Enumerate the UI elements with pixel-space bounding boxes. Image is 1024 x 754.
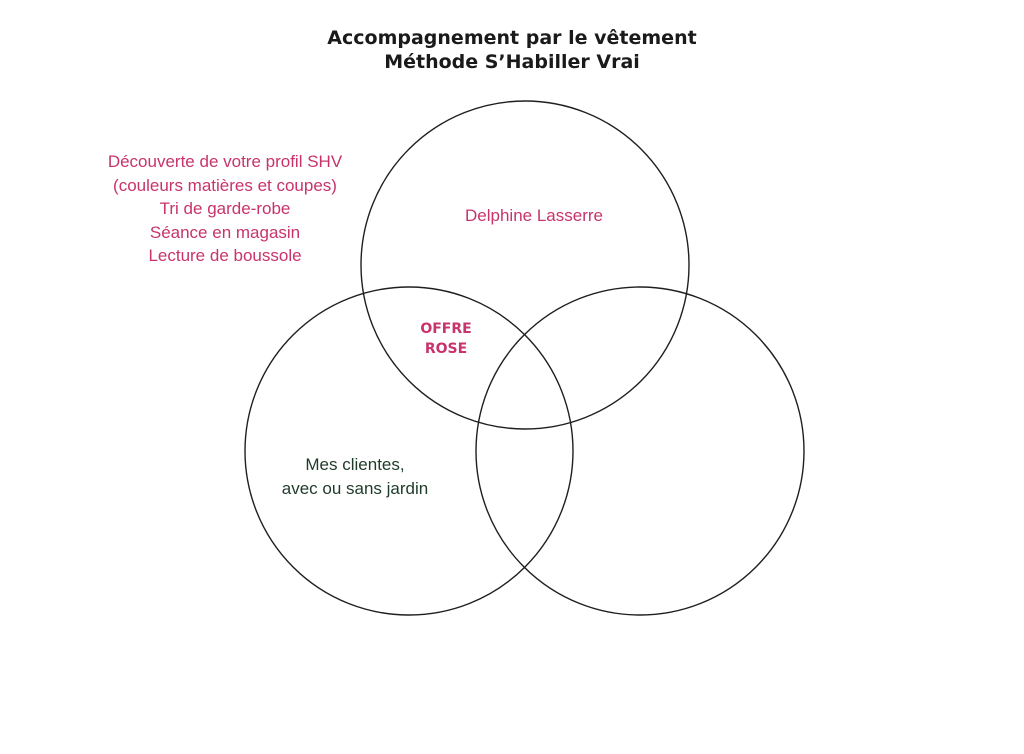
left-circle-label-line-1: Mes clientes, bbox=[305, 455, 405, 474]
title-line-2: Méthode S’Habiller Vrai bbox=[384, 51, 640, 73]
service-item: Tri de garde-robe bbox=[159, 199, 291, 218]
service-item: Lecture de boussole bbox=[148, 246, 302, 265]
intersection-label-line-2: ROSE bbox=[424, 341, 468, 357]
venn-circle-top bbox=[360, 100, 690, 430]
venn-circle-right bbox=[475, 286, 805, 616]
left-circle-label-line-2: avec ou sans jardin bbox=[281, 478, 429, 498]
service-item: (couleurs matières et coupes) bbox=[113, 175, 337, 195]
left-circle-label: Mes clientes, avec ou sans jardin bbox=[250, 453, 460, 500]
intersection-label: OFFRE ROSE bbox=[396, 319, 496, 359]
service-item: Séance en magasin bbox=[149, 222, 301, 242]
top-circle-label: Delphine Lasserre bbox=[465, 206, 603, 225]
service-item: Découverte de votre profil SHV bbox=[107, 152, 343, 171]
intersection-label-line-1: OFFRE bbox=[420, 321, 472, 337]
service-list: Découverte de votre profil SHV (couleurs… bbox=[40, 150, 410, 268]
venn-circle-left bbox=[244, 286, 574, 616]
title-line-1: Accompagnement par le vêtement bbox=[327, 27, 697, 49]
diagram-title: Accompagnement par le vêtement Méthode S… bbox=[0, 26, 1024, 74]
